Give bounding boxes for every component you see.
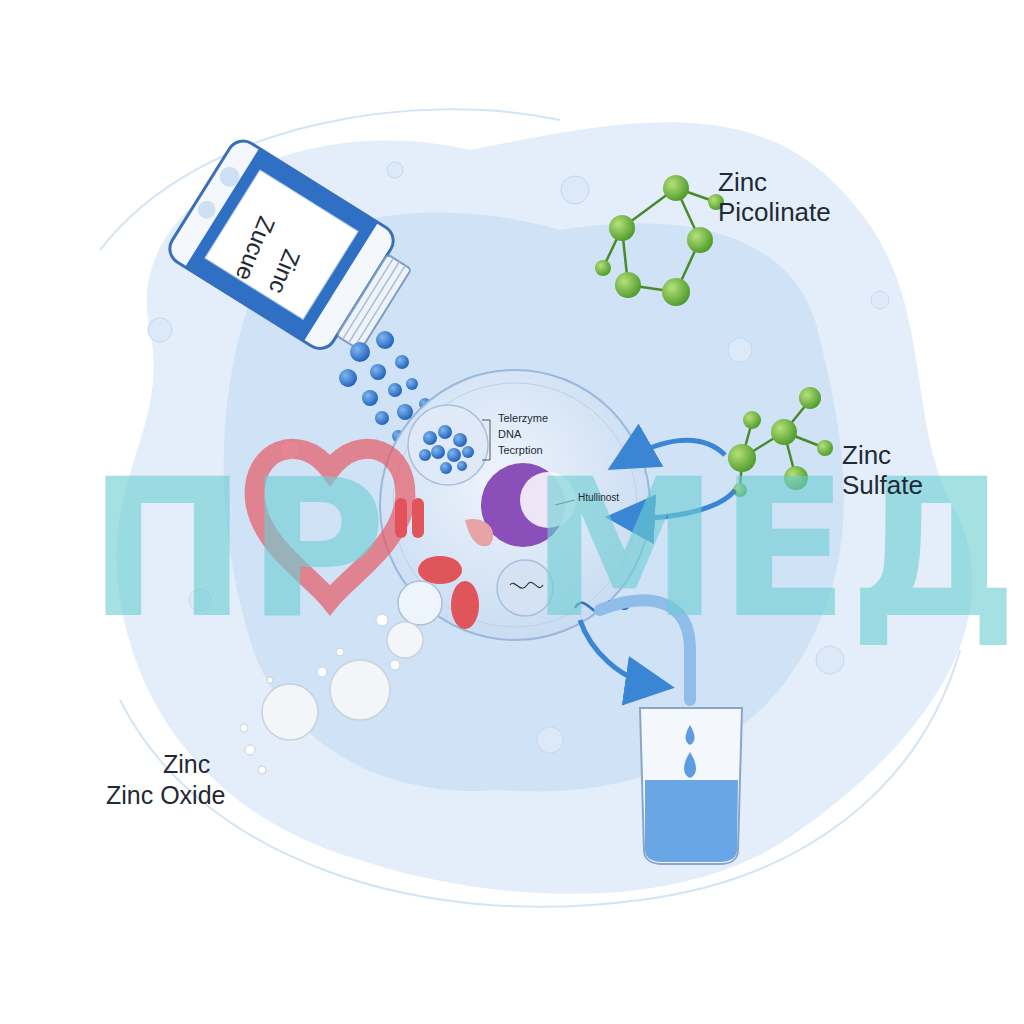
cell-part-label: Tecrption xyxy=(498,444,543,457)
molecule-label: Zinc Picolinate xyxy=(718,168,868,228)
molecule-label: Zinc Sulfate xyxy=(842,441,942,501)
watermark: ПР xyxy=(88,455,386,645)
compound-label: Zinc xyxy=(163,750,210,779)
cell-part-label: Htullinost xyxy=(578,492,619,504)
compound-label: Zinc Oxide xyxy=(106,781,225,810)
cell-part-label: DNA xyxy=(498,428,521,441)
watermark: МЕД xyxy=(530,455,1018,645)
cell-part-label: Telerzyme xyxy=(498,412,548,425)
